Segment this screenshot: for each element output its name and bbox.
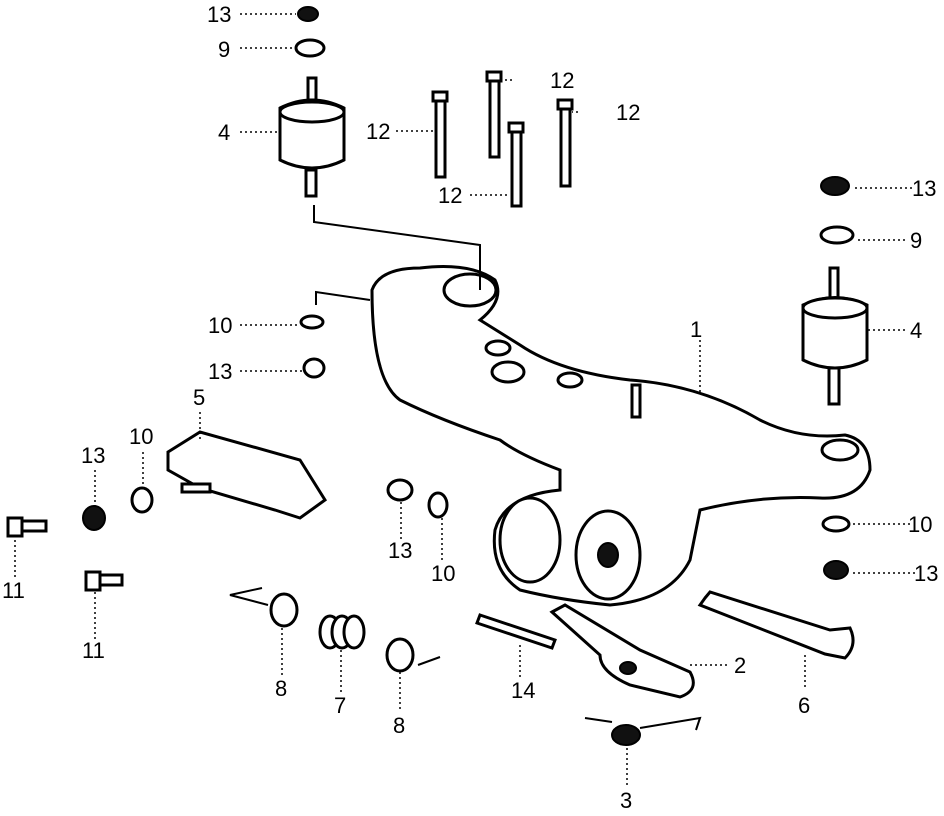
small-fasteners: [82, 314, 851, 580]
callout-11: 11: [2, 578, 25, 603]
leader-line: [313, 205, 481, 290]
callout-13: 13: [208, 359, 232, 384]
part-4-rubber-mount-right: [801, 266, 869, 406]
callout-13: 13: [207, 2, 231, 27]
callout-8: 8: [275, 676, 287, 701]
part-8-washer: [269, 592, 415, 673]
part-11-bolts: [6, 516, 124, 592]
part-14-pin: [475, 613, 557, 650]
callout-3: 3: [620, 788, 632, 813]
callout-10: 10: [129, 424, 153, 449]
callout-11: 11: [82, 638, 105, 663]
callout-12: 12: [550, 68, 574, 93]
part-9-washer-right: [819, 225, 855, 245]
part-5-rubber-mount: [166, 430, 328, 520]
callout-5: 5: [193, 385, 205, 410]
part-4-rubber-mount-left: [278, 76, 346, 198]
callout-10: 10: [431, 561, 455, 586]
part-13-nut-right: [820, 176, 850, 196]
callout-9: 9: [218, 37, 230, 62]
part-1-engine-mount-bracket: [370, 265, 872, 607]
callout-6: 6: [798, 693, 810, 718]
part-6-shaft: [697, 590, 855, 660]
callout-9: 9: [910, 228, 922, 253]
callout-4: 4: [218, 120, 230, 145]
leader-line: [417, 656, 441, 666]
callout-4: 4: [910, 318, 922, 343]
callout-13: 13: [388, 538, 412, 563]
callout-10: 10: [208, 313, 232, 338]
part-2-lever: [549, 603, 695, 699]
part-13-nut-top-left: [297, 6, 319, 22]
callout-12: 12: [366, 119, 390, 144]
callout-8: 8: [393, 713, 405, 738]
callout-13: 13: [912, 176, 936, 201]
callout-13: 13: [914, 561, 938, 586]
callout-10: 10: [908, 512, 932, 537]
callout-2: 2: [734, 653, 746, 678]
callout-1: 1: [690, 317, 702, 342]
callout-12: 12: [616, 100, 640, 125]
callout-13: 13: [81, 443, 105, 468]
leader-line: [229, 587, 269, 606]
part-7-spring: [318, 614, 366, 650]
part-12-bolts: [431, 70, 574, 208]
callout-12: 12: [438, 183, 462, 208]
callout-14: 14: [511, 678, 535, 703]
leader-line: [315, 290, 371, 305]
callout-7: 7: [334, 693, 346, 718]
part-9-washer-top-left: [294, 38, 326, 58]
part-3-torsion-spring: [584, 716, 702, 746]
callout-leaders: [14, 13, 915, 785]
